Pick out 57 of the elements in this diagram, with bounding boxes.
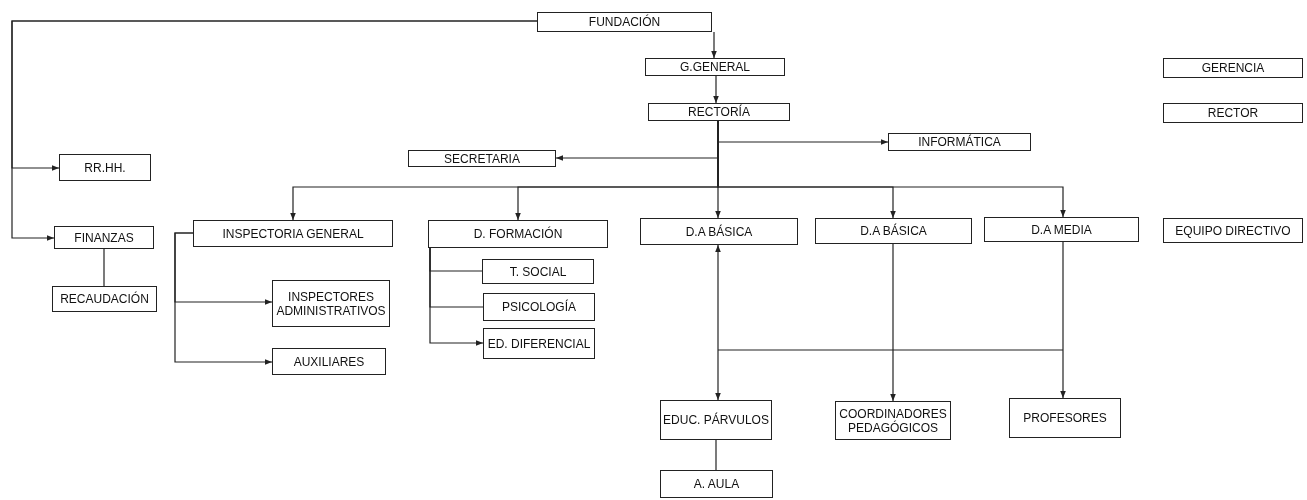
box-label: INSPECTORIA GENERAL xyxy=(222,226,364,241)
org-box xyxy=(648,103,790,121)
box-label: T. SOCIAL xyxy=(509,264,567,279)
connector-arrow xyxy=(890,243,896,402)
connector-arrow xyxy=(1060,241,1066,399)
box-label: AUXILIARES xyxy=(293,354,365,369)
org-box xyxy=(54,226,154,249)
box-label: A. AULA xyxy=(693,477,740,491)
org-box xyxy=(483,328,595,359)
org-box xyxy=(52,286,157,312)
box-label: FUNDACIÓN xyxy=(588,15,661,29)
box-label: D.A BÁSICA xyxy=(685,224,753,239)
box-label: SECRETARIA xyxy=(444,151,520,166)
org-box xyxy=(408,150,556,167)
org-box xyxy=(888,133,1031,151)
org-box xyxy=(1163,103,1303,123)
org-box xyxy=(537,12,712,32)
box-label: EQUIPO DIRECTIVO xyxy=(1175,223,1291,238)
box-label: RR.HH. xyxy=(84,160,126,175)
box-label: EDUC. PÁRVULOS xyxy=(663,413,769,427)
org-box xyxy=(660,470,773,498)
box-label: D.A BÁSICA xyxy=(860,224,927,238)
box-label: D. FORMACIÓN xyxy=(473,227,563,241)
connector-arrow xyxy=(713,75,719,104)
org-box xyxy=(645,58,785,76)
org-box xyxy=(483,293,595,321)
box-label: COORDINADORES PEDAGÓGICOS xyxy=(838,406,948,435)
box-label: PSICOLOGÍA xyxy=(502,300,576,314)
box-label: INFORMÁTICA xyxy=(918,135,1001,149)
org-box xyxy=(1009,398,1121,438)
connector-arrow xyxy=(711,31,717,59)
org-box xyxy=(482,259,594,284)
box-label: D.A MEDIA xyxy=(1031,222,1092,237)
box-label: GERENCIA xyxy=(1201,61,1265,75)
org-box xyxy=(59,154,151,181)
org-box xyxy=(815,218,972,244)
box-label: G.GENERAL xyxy=(680,60,750,74)
box-label: RECTORÍA xyxy=(688,105,750,119)
box-label: ED. DIFERENCIAL xyxy=(487,336,591,351)
org-box xyxy=(1163,218,1303,243)
box-label: INSPECTORES ADMINISTRATIVOS xyxy=(275,289,387,318)
org-box xyxy=(272,280,390,327)
box-label: RECAUDACIÓN xyxy=(60,292,149,306)
box-label: FINANZAS xyxy=(74,230,134,245)
org-box xyxy=(272,348,386,375)
org-box xyxy=(428,220,608,248)
org-box xyxy=(984,217,1139,242)
connector-arrow xyxy=(429,247,484,346)
connector-arrow xyxy=(11,20,538,241)
org-box xyxy=(640,218,798,245)
org-box xyxy=(193,220,393,247)
org-box xyxy=(660,400,772,440)
connector-arrow xyxy=(715,244,721,401)
connector-arrow xyxy=(174,232,273,365)
org-box xyxy=(1163,58,1303,78)
box-label: PROFESORES xyxy=(1023,411,1107,425)
box-label: RECTOR xyxy=(1207,106,1259,120)
